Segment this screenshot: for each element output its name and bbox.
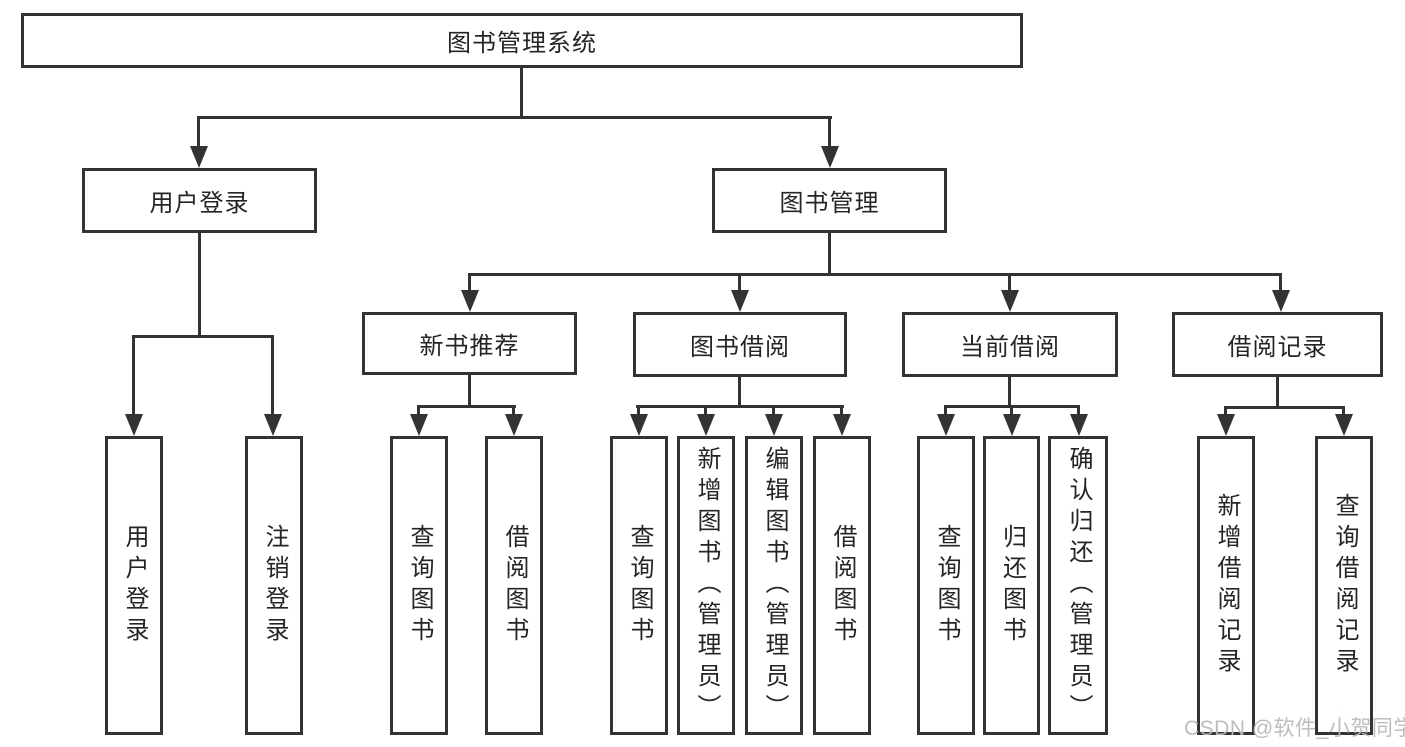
connector-line: [738, 273, 741, 293]
connector-line: [132, 335, 274, 338]
arrowhead-icon: [264, 414, 282, 436]
arrowhead-icon: [833, 414, 851, 436]
leaf-current-return: 归还图书: [983, 436, 1040, 735]
leaf-borrow-add-admin-label: 新增图书（管理员）: [693, 446, 720, 725]
connector-line: [704, 405, 707, 417]
node-user-login-label: 用户登录: [149, 190, 250, 217]
connector-line: [512, 405, 515, 417]
node-current-borrow-label: 当前借阅: [960, 334, 1060, 361]
node-book-management-label: 图书管理: [779, 190, 880, 217]
connector-line: [417, 405, 516, 408]
node-borrow-records: 借阅记录: [1172, 312, 1383, 377]
arrowhead-icon: [765, 414, 783, 436]
node-book-borrow: 图书借阅: [633, 312, 847, 377]
leaf-user-login: 用户登录: [105, 436, 163, 735]
leaf-borrow-query-label: 查询图书: [626, 523, 653, 648]
node-book-borrow-label: 图书借阅: [690, 334, 790, 361]
leaf-borrow-borrow-label: 借阅图书: [829, 523, 856, 648]
arrowhead-icon: [1335, 414, 1353, 436]
leaf-borrow-add-admin: 新增图书（管理员）: [677, 436, 735, 735]
connector-line: [828, 233, 831, 276]
node-root: 图书管理系统: [21, 13, 1023, 68]
arrowhead-icon: [821, 146, 839, 168]
leaf-records-query: 查询借阅记录: [1315, 436, 1373, 735]
leaf-borrow-borrow: 借阅图书: [813, 436, 871, 735]
node-user-login: 用户登录: [82, 168, 317, 233]
connector-line: [198, 116, 832, 119]
connector-line: [468, 273, 1282, 276]
connector-line: [772, 405, 775, 417]
connector-line: [1276, 377, 1279, 409]
connector-line: [828, 116, 831, 149]
connector-line: [1224, 406, 1227, 417]
connector-line: [468, 273, 471, 293]
node-current-borrow: 当前借阅: [902, 312, 1118, 377]
arrowhead-icon: [697, 414, 715, 436]
connector-line: [1224, 406, 1345, 409]
arrowhead-icon: [1001, 290, 1019, 312]
arrowhead-icon: [1070, 414, 1088, 436]
arrowhead-icon: [1003, 414, 1021, 436]
arrowhead-icon: [1217, 414, 1235, 436]
connector-line: [840, 405, 843, 417]
arrowhead-icon: [731, 290, 749, 312]
arrowhead-icon: [125, 414, 143, 436]
connector-line: [1342, 406, 1345, 417]
connector-line: [468, 375, 471, 408]
leaf-newbooks-borrow: 借阅图书: [485, 436, 543, 735]
arrowhead-icon: [461, 290, 479, 312]
connector-line: [1010, 405, 1013, 417]
leaf-logout-login: 注销登录: [245, 436, 303, 735]
leaf-current-query: 查询图书: [917, 436, 975, 735]
connector-line: [1008, 273, 1011, 293]
arrowhead-icon: [937, 414, 955, 436]
connector-line: [198, 233, 201, 338]
connector-line: [1008, 377, 1011, 408]
node-borrow-records-label: 借阅记录: [1227, 334, 1328, 361]
node-book-management: 图书管理: [712, 168, 947, 233]
arrowhead-icon: [1272, 290, 1290, 312]
connector-line: [1077, 405, 1080, 417]
connector-line: [738, 377, 741, 408]
connector-line: [417, 405, 420, 417]
leaf-current-return-label: 归还图书: [998, 523, 1026, 648]
connector-line: [271, 335, 274, 417]
leaf-records-query-label: 查询借阅记录: [1331, 492, 1358, 679]
leaf-newbooks-query-label: 查询图书: [406, 523, 433, 648]
watermark: CSDN @软件_小贺同学: [1184, 717, 1405, 740]
node-root-label: 图书管理系统: [447, 30, 597, 57]
leaf-borrow-query: 查询图书: [610, 436, 668, 735]
leaf-newbooks-query: 查询图书: [390, 436, 448, 735]
leaf-user-login-label: 用户登录: [121, 523, 148, 648]
leaf-records-add-label: 新增借阅记录: [1213, 492, 1240, 679]
connector-line: [197, 116, 200, 149]
connector-line: [637, 405, 640, 417]
leaf-borrow-edit-admin-label: 编辑图书（管理员）: [761, 446, 788, 725]
leaf-newbooks-borrow-label: 借阅图书: [501, 523, 528, 648]
leaf-records-add: 新增借阅记录: [1197, 436, 1255, 735]
connector-line: [636, 405, 844, 408]
arrowhead-icon: [505, 414, 523, 436]
arrowhead-icon: [190, 146, 208, 168]
arrowhead-icon: [630, 414, 648, 436]
leaf-current-confirm-return-admin: 确认归还（管理员）: [1048, 436, 1108, 735]
leaf-current-query-label: 查询图书: [933, 523, 960, 648]
connector-line: [520, 67, 523, 118]
arrowhead-icon: [410, 414, 428, 436]
leaf-logout-login-label: 注销登录: [261, 523, 288, 648]
connector-line: [1279, 273, 1282, 293]
connector-line: [132, 335, 135, 417]
connector-line: [944, 405, 947, 417]
node-new-book-recommend-label: 新书推荐: [419, 333, 520, 360]
node-new-book-recommend: 新书推荐: [362, 312, 577, 375]
leaf-current-confirm-return-admin-label: 确认归还（管理员）: [1065, 446, 1092, 725]
leaf-borrow-edit-admin: 编辑图书（管理员）: [745, 436, 803, 735]
